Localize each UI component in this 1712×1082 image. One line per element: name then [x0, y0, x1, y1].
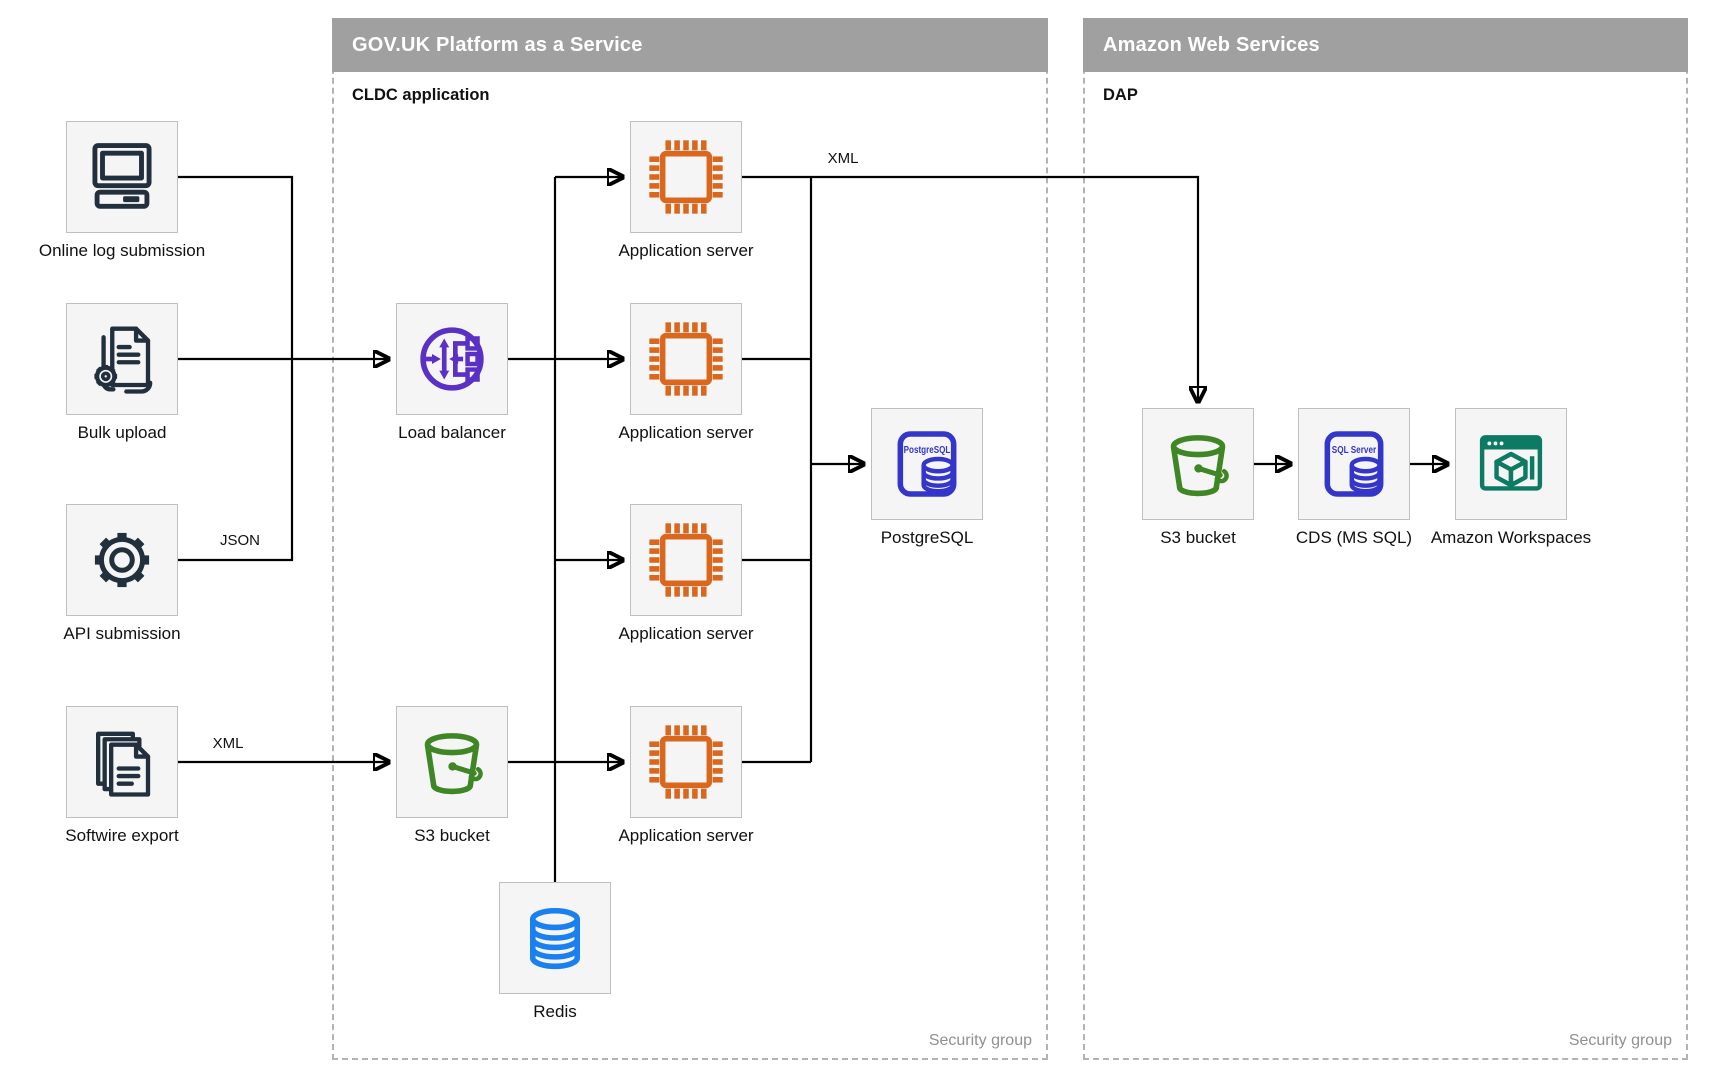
node-app-server-3[interactable]: Application server: [618, 504, 754, 643]
amazon-workspaces-box: [1455, 408, 1567, 520]
dap-label: DAP: [1103, 86, 1138, 104]
paas-s3-bucket-label: S3 bucket: [414, 826, 490, 845]
bulk-upload-label: Bulk upload: [77, 423, 167, 442]
node-softwire-export[interactable]: Softwire export: [65, 706, 179, 845]
chip-icon: [649, 322, 723, 396]
softwire-export-label: Softwire export: [65, 826, 179, 845]
app-server-1-label: Application server: [618, 241, 754, 260]
node-amazon-workspaces[interactable]: Amazon Workspaces: [1431, 408, 1591, 547]
aws-s3-bucket-label: S3 bucket: [1160, 528, 1236, 547]
amazon-workspaces-label: Amazon Workspaces: [1430, 528, 1592, 547]
app-server-4-box: [630, 706, 742, 818]
chip-icon: [649, 140, 723, 214]
govuk-paas-container: GOV.UK Platform as a Service CLDC applic…: [332, 18, 1048, 1060]
node-load-balancer[interactable]: Load balancer: [396, 303, 508, 442]
edge-label-xml-softwire: XML: [212, 735, 244, 752]
edge-label-xml-top: XML: [827, 150, 859, 167]
gear-icon: [94, 532, 150, 588]
documents-icon: [96, 731, 151, 797]
app-server-3-label: Application server: [618, 624, 754, 643]
s3-bucket-icon: [1170, 435, 1229, 497]
redis-box: [499, 882, 611, 994]
load-balancer-label: Load balancer: [398, 423, 506, 442]
edge-api-submission-to-merge: [178, 359, 294, 562]
sql-server-icon-text: SQL Server: [1332, 444, 1376, 456]
app-server-3-box: [630, 504, 742, 616]
load-balancer-icon: [420, 327, 484, 391]
load-balancer-box: [396, 303, 508, 415]
bulk-upload-box: [66, 303, 178, 415]
node-app-server-2[interactable]: Application server: [618, 303, 754, 442]
govuk-security-group-label: Security group: [928, 1032, 1032, 1049]
node-app-server-4[interactable]: Application server: [618, 706, 754, 845]
aws-title: Amazon Web Services: [1103, 34, 1320, 56]
postgresql-label: PostgreSQL: [880, 528, 974, 547]
aws-security-group-label: Security group: [1568, 1032, 1672, 1049]
softwire-export-box: [66, 706, 178, 818]
node-paas-s3-bucket[interactable]: S3 bucket: [396, 706, 508, 845]
api-submission-box: [66, 504, 178, 616]
app-server-4-label: Application server: [618, 826, 754, 845]
cldc-application-label: CLDC application: [352, 86, 490, 104]
chip-icon: [649, 725, 723, 799]
postgresql-icon-text: PostgreSQL: [904, 445, 951, 456]
node-app-server-1[interactable]: Application server: [618, 121, 754, 260]
amazon-workspaces-icon: [1479, 435, 1543, 491]
api-submission-label: API submission: [63, 624, 181, 643]
document-gear-icon: [94, 326, 153, 394]
cds-ms-sql-label: CDS (MS SQL): [1295, 528, 1413, 547]
online-log-submission-label: Online log submission: [38, 241, 206, 260]
govuk-paas-header: GOV.UK Platform as a Service: [332, 18, 1048, 72]
sql-server-database-icon: SQL Server: [1324, 431, 1384, 497]
aws-container: Amazon Web Services DAP Security group: [1083, 18, 1688, 1060]
node-bulk-upload[interactable]: Bulk upload: [66, 303, 178, 442]
node-aws-s3-bucket[interactable]: S3 bucket: [1142, 408, 1254, 547]
app-server-2-box: [630, 303, 742, 415]
edge-label-json: JSON: [219, 532, 261, 549]
aws-header: Amazon Web Services: [1083, 18, 1688, 72]
node-redis[interactable]: Redis: [499, 882, 611, 1021]
app-server-1-box: [630, 121, 742, 233]
node-online-log-submission[interactable]: Online log submission: [39, 121, 205, 260]
online-log-submission-box: [66, 121, 178, 233]
chip-icon: [649, 523, 723, 597]
node-postgresql[interactable]: PostgreSQL PostgreSQL: [871, 408, 983, 547]
aws-s3-bucket-box: [1142, 408, 1254, 520]
s3-bucket-icon: [424, 733, 483, 795]
edge-online-log-to-merge: [178, 175, 294, 359]
app-server-2-label: Application server: [618, 423, 754, 442]
computer-icon: [92, 143, 152, 209]
node-cds-ms-sql[interactable]: SQL Server CDS (MS SQL): [1296, 408, 1412, 547]
node-api-submission[interactable]: API submission: [63, 504, 181, 643]
redis-database-icon: [530, 908, 580, 970]
paas-s3-bucket-box: [396, 706, 508, 818]
govuk-paas-title: GOV.UK Platform as a Service: [352, 34, 643, 56]
postgresql-box: PostgreSQL: [871, 408, 983, 520]
cds-ms-sql-box: SQL Server: [1298, 408, 1410, 520]
postgresql-database-icon: PostgreSQL: [897, 431, 957, 497]
redis-label: Redis: [533, 1002, 577, 1021]
